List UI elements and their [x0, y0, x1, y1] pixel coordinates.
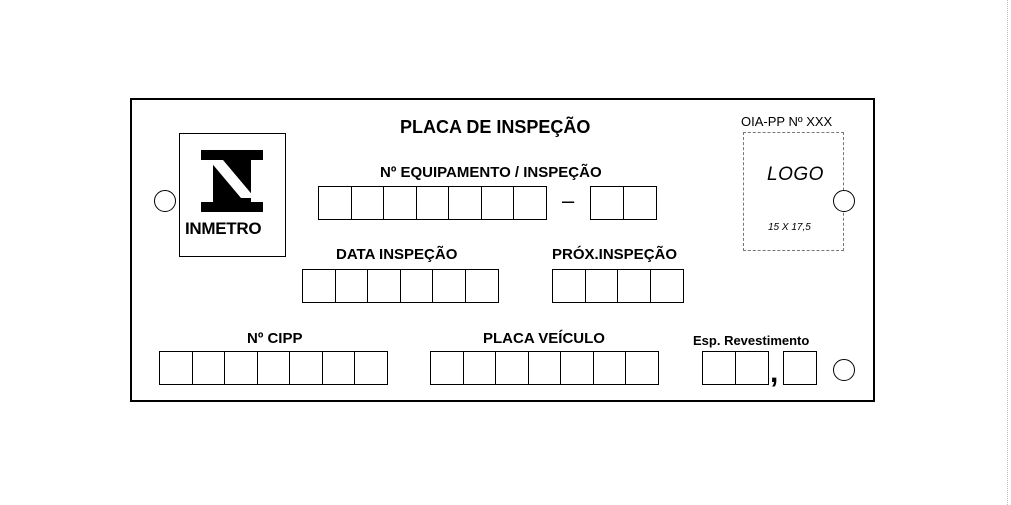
char-box	[191, 351, 226, 385]
char-box	[464, 269, 499, 303]
revestimento-int-boxes	[702, 351, 769, 385]
placa-veiculo-label: PLACA VEÍCULO	[483, 330, 605, 347]
logo-placeholder: LOGO 15 X 17,5	[743, 132, 844, 251]
prox-inspecao-boxes	[552, 269, 684, 303]
plate-title: PLACA DE INSPEÇÃO	[400, 117, 591, 137]
char-box	[649, 269, 684, 303]
mounting-hole-bottom-right	[833, 359, 855, 381]
logo-size-text: 15 X 17,5	[768, 222, 811, 233]
char-box	[399, 269, 434, 303]
char-box	[289, 351, 323, 385]
char-box	[783, 351, 817, 385]
char-box	[592, 351, 627, 385]
inmetro-logo: INMETRO	[179, 133, 286, 257]
cipp-boxes	[159, 351, 388, 385]
data-inspecao-label: DATA INSPEÇÃO	[336, 246, 458, 263]
char-box	[334, 269, 369, 303]
char-box	[383, 186, 417, 220]
char-box	[462, 351, 497, 385]
equipamento-suffix-boxes	[590, 186, 657, 220]
equipamento-separator: –	[562, 188, 575, 213]
char-box	[159, 351, 193, 385]
inmetro-logo-icon	[201, 150, 263, 212]
char-box	[430, 351, 464, 385]
revestimento-label: Esp. Revestimento	[693, 333, 810, 348]
char-box	[432, 269, 466, 303]
cipp-label: Nº CIPP	[247, 330, 303, 347]
page-edge-guide	[1007, 0, 1008, 505]
equipamento-label: Nº EQUIPAMENTO / INSPEÇÃO	[380, 164, 602, 181]
char-box	[302, 269, 336, 303]
char-box	[622, 186, 657, 220]
inmetro-text: INMETRO	[185, 219, 262, 238]
char-box	[617, 269, 651, 303]
char-box	[527, 351, 562, 385]
char-box	[552, 269, 586, 303]
char-box	[584, 269, 619, 303]
oia-label: OIA-PP Nº XXX	[741, 114, 833, 129]
char-box	[350, 186, 385, 220]
equipamento-boxes	[318, 186, 547, 220]
char-box	[590, 186, 624, 220]
inspection-plate: PLACA DE INSPEÇÃO OIA-PP Nº XXX LOGO 15 …	[130, 98, 875, 402]
char-box	[321, 351, 356, 385]
char-box	[734, 351, 769, 385]
char-box	[560, 351, 594, 385]
revestimento-decimal-separator: ,	[770, 356, 779, 389]
revestimento-dec-boxes	[783, 351, 817, 385]
mounting-hole-right	[833, 190, 855, 212]
char-box	[448, 186, 482, 220]
prox-inspecao-label: PRÓX.INSPEÇÃO	[552, 246, 678, 263]
char-box	[256, 351, 291, 385]
char-box	[224, 351, 258, 385]
char-box	[625, 351, 659, 385]
char-box	[415, 186, 450, 220]
mounting-hole-left	[154, 190, 176, 212]
placa-veiculo-boxes	[430, 351, 659, 385]
char-box	[495, 351, 529, 385]
char-box	[513, 186, 547, 220]
char-box	[318, 186, 352, 220]
data-inspecao-boxes	[302, 269, 499, 303]
char-box	[702, 351, 736, 385]
char-box	[367, 269, 401, 303]
char-box	[354, 351, 388, 385]
logo-text: LOGO	[767, 164, 824, 185]
char-box	[480, 186, 515, 220]
